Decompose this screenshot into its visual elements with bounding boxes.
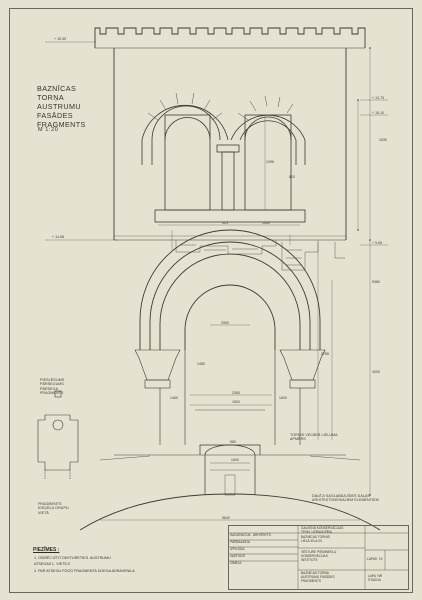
drawing-title: BAZNĪCAS TORŅA AUSTRUMU FASĀDES FRAGMENT… — [37, 84, 86, 129]
dim-right-total-upper: 1830 — [379, 138, 387, 142]
tb-sheet-title: BAZNĪCAS TORŅA AUSTRUMU FASĀDES FRAGMENT… — [301, 571, 335, 583]
tb-row-2: PĀRBAUDĪJA — [230, 540, 253, 544]
tb-project: GALVENĀ KONSERVĀCIJAS TEHN. UZRAUDZĪBA — [301, 526, 344, 535]
tb-row-5: ZĪMĒJA — [230, 561, 248, 565]
right-note-bottom-line-1: DALĒJI SAGLABĀJUŠIES DAĻAS — [312, 494, 370, 498]
dim-side-right: 1600 — [279, 396, 287, 400]
ground-line — [79, 493, 381, 531]
right-note-top-line-2: APMĒRS — [290, 437, 306, 442]
tb-org-line-3: INSTITŪTS — [301, 557, 318, 562]
plan-sketch — [37, 390, 79, 480]
tb-row-3: IZPILDĪJA — [230, 547, 248, 551]
brick-band — [175, 240, 345, 271]
tb-stage: LAPAS 19 — [367, 557, 383, 561]
plan-label: PIESLĒGUMS PĀRSEGUMS PĀRSEGA FRAGMENTS — [40, 378, 64, 396]
tb-sheet-title-line-1: BAZNĪCAS TORŅA — [301, 571, 329, 575]
tb-row-4: VADĪTĀJS — [230, 554, 250, 558]
dim-window-inner: 810 — [289, 175, 295, 179]
note-1-cont: ATSEGAS L. VIETEJI — [34, 562, 70, 566]
tb-org-line-2: KONSERVĀCIJAS — [301, 553, 328, 558]
dim-side-left: 1460 — [170, 396, 178, 400]
crenellation — [94, 27, 366, 48]
dim-bottom-width: 5840 — [222, 516, 230, 520]
plan-label-line-1: PIESLĒGUMS — [40, 378, 65, 382]
door-opening — [199, 444, 261, 496]
fragment-label-line-2: ĶIEĢEĻU DRUPU — [38, 506, 69, 511]
dim-pier-height: 2785 — [321, 352, 329, 356]
note-2: 2. PAR ATSEGU FOGO FRAGMENTA DOEGA ADRAV… — [34, 569, 135, 573]
portal-arch — [139, 229, 321, 350]
fragment-label: FRAGMENTS ĶIEĢEĻU DRUPU VIETĀ — [38, 502, 69, 515]
tb-project-line-2: TEHN. UZRAUDZĪBA — [301, 529, 332, 534]
plan-label-line-3: PĀRSEGA — [40, 386, 59, 391]
title-line-2: TORŅA — [37, 93, 65, 102]
tb-object-line-2: LIELĀ IELA 23 — [301, 538, 322, 543]
dim-window-gap: 423 — [222, 221, 228, 225]
title-line-3: AUSTRUMU — [37, 102, 81, 111]
dim-base-width: 580 — [230, 440, 236, 444]
sheet-frame — [9, 8, 413, 593]
dim-arch-width: 1800 — [232, 400, 240, 404]
tb-sheet-no-line-1: LAPA NR — [368, 574, 383, 578]
elevation-left-mid: + 14.68 — [52, 235, 65, 239]
note-1: 1. OSIRĒJ IZTIT DEKTURETIES. AUSTRUMU — [34, 556, 111, 560]
title-block-grid — [228, 525, 409, 590]
right-note-top-line-1: TORNIS VECĀKĀ LIELUMA — [290, 433, 338, 437]
plan-label-line-4: FRAGMENTS — [40, 391, 64, 396]
tb-sheet-title-line-2: AUSTRUMU FASĀDES — [301, 574, 335, 579]
tb-sheet-no: LAPA NR STADIJA — [368, 574, 383, 583]
right-note-top: TORNIS VECĀKĀ LIELUMA APMĒRS — [290, 433, 338, 442]
title-line-1: BAZNĪCAS — [37, 84, 77, 93]
dim-total-right: 9380 — [372, 280, 380, 284]
capitals — [134, 349, 326, 389]
elevation-right-upper: + 13.75 — [372, 96, 385, 100]
tb-object-line-1: BAZNĪCAS TORNIS — [301, 535, 330, 539]
tb-org-line-1: VĒSTURE PIEMINEKĻU — [301, 550, 337, 554]
dim-opening: 2350 — [232, 391, 240, 395]
plan-label-line-2: PĀRSEGUMS — [40, 382, 64, 387]
dim-right-scale: 4000 — [372, 370, 380, 374]
fragment-label-line-1: FRAGMENTS — [38, 502, 62, 506]
dim-lower-height: 1480 — [197, 362, 205, 366]
tb-object: BAZNĪCAS TORNIS LIELĀ IELA 23 — [301, 535, 330, 544]
fragment-label-line-3: VIETĀ — [38, 510, 49, 515]
right-note-bottom-line-2: ARHITEKTONISKAJIEM ELEMENTIEM — [312, 498, 379, 503]
twin-window — [141, 104, 306, 223]
drawing-scale: M 1:20 — [38, 127, 59, 133]
elevation-top: + 15.35 — [54, 37, 67, 41]
dim-window-total: 1060 — [262, 221, 270, 225]
notes-title: PIEZĪMES : — [33, 547, 60, 553]
dim-door-width: 1600 — [231, 458, 239, 462]
title-line-5: FRAGMENTS — [37, 120, 86, 129]
right-note-bottom: DALĒJI SAGLABĀJUŠIES DAĻAS ARHITEKTONISK… — [312, 494, 379, 503]
tb-row-1: SAGATAVOJA ARHITEKTS — [230, 533, 271, 537]
dim-arch-span: 3300 — [221, 321, 229, 325]
dim-window-height: 1095 — [266, 160, 274, 164]
tb-org: VĒSTURE PIEMINEKĻU KONSERVĀCIJAS INSTITŪ… — [301, 550, 337, 562]
tb-project-line-1: GALVENĀ KONSERVĀCIJAS — [301, 526, 344, 530]
elevation-right-low: + 9.65 — [372, 241, 383, 245]
tb-sheet-no-line-2: STADIJA — [368, 577, 381, 582]
elevation-right-mid: + 15.10 — [372, 111, 385, 115]
title-block — [228, 525, 409, 590]
tb-sheet-title-line-3: FRAGMENTS — [301, 578, 322, 583]
title-line-4: FASĀDES — [37, 111, 73, 120]
dimension-lines — [45, 41, 388, 521]
